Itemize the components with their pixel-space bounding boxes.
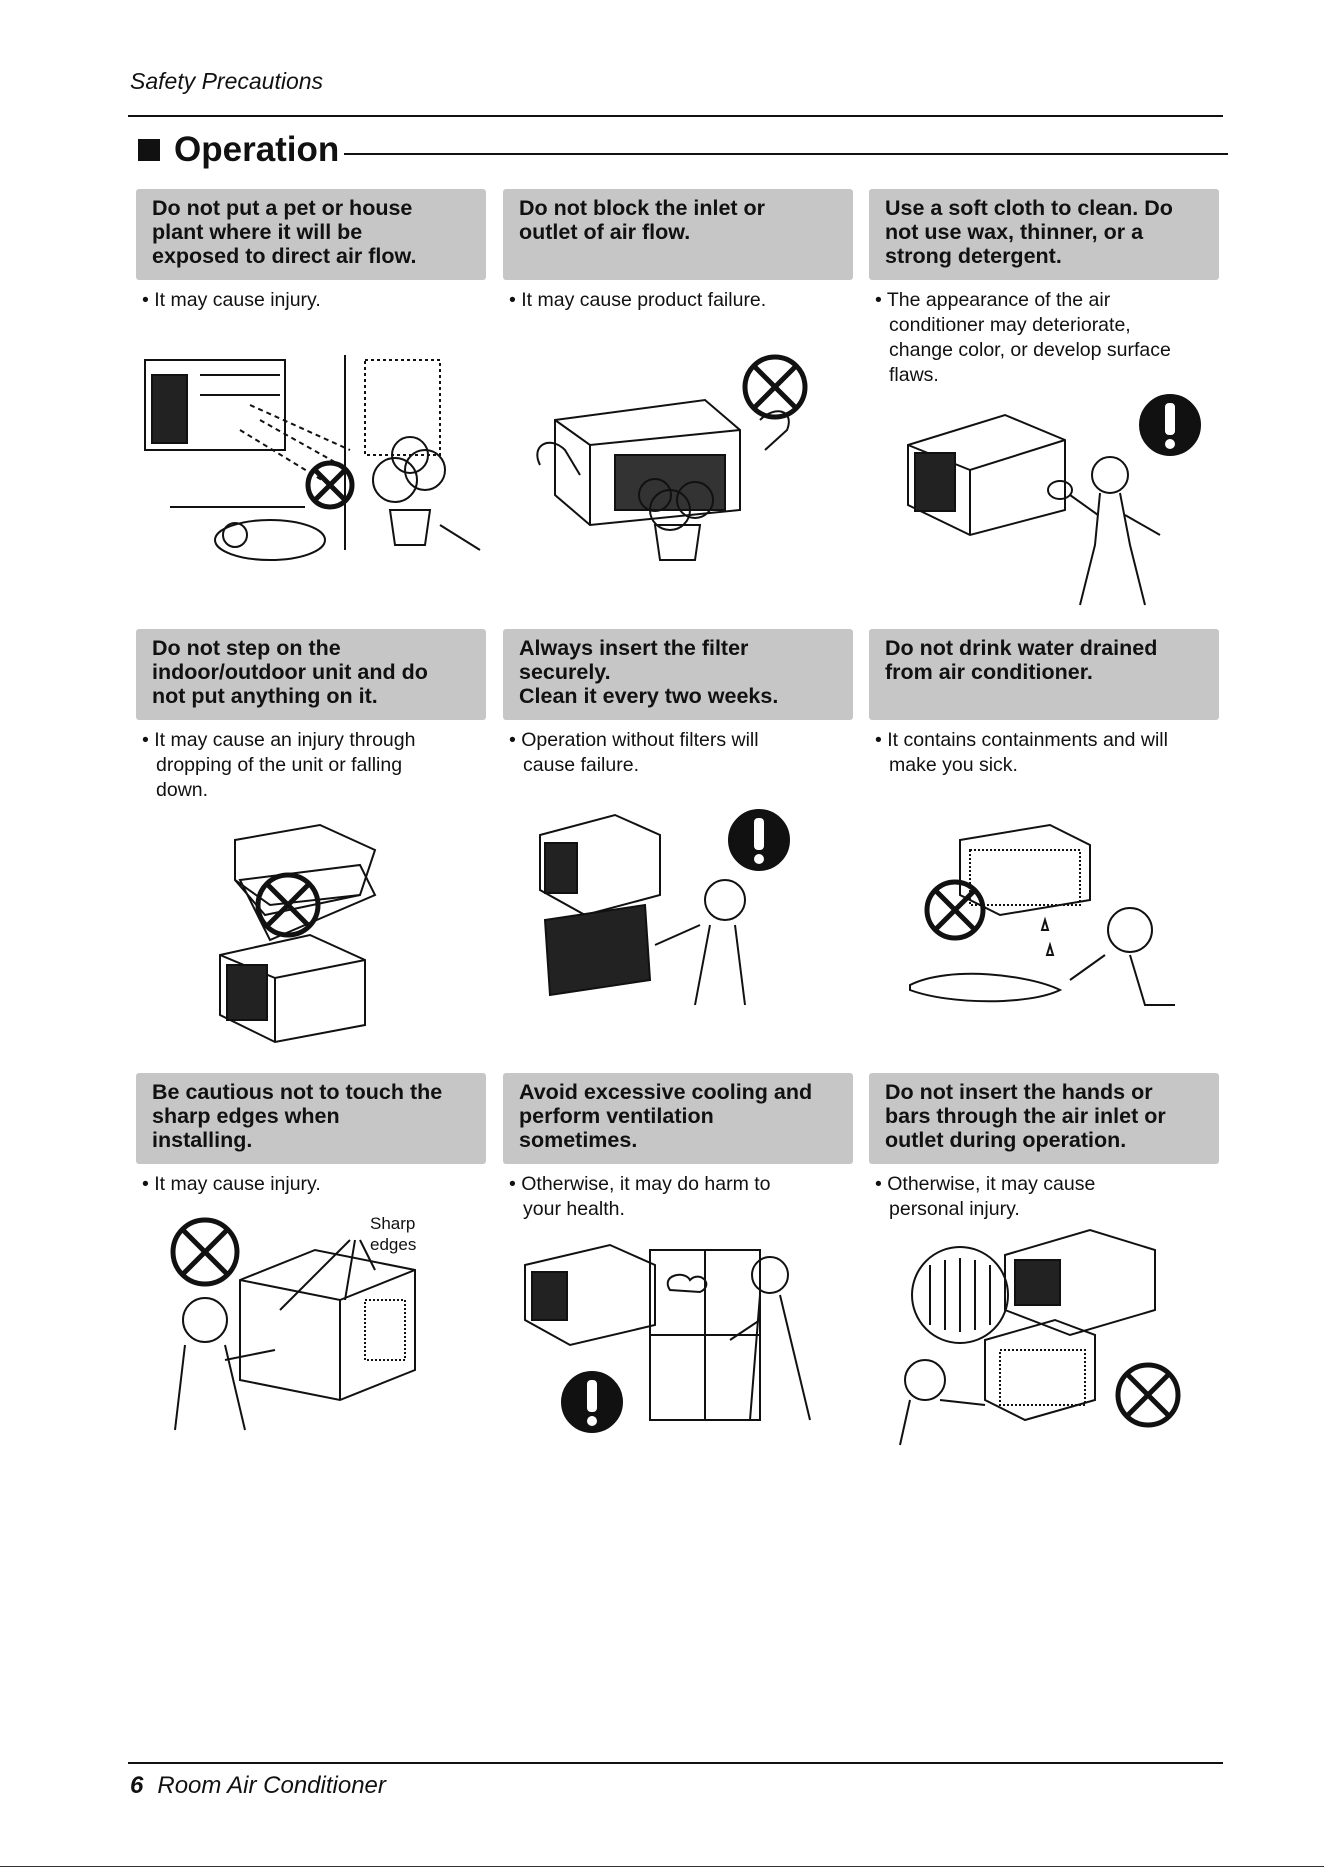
air-conditioner-icon xyxy=(239,1248,416,1402)
warning-icon xyxy=(728,809,790,871)
warning-icon xyxy=(561,1371,623,1433)
card-title: Do not step on the indoor/outdoor unit a… xyxy=(152,636,428,708)
card-note: • It may cause product failure. xyxy=(509,289,767,311)
person-icon xyxy=(729,1256,811,1421)
person-icon xyxy=(1069,907,1175,1006)
header-rule xyxy=(128,115,1223,117)
illustration-do-not-step xyxy=(219,823,377,1044)
card-title: Be cautious not to touch the sharp edges… xyxy=(152,1080,443,1152)
card-note: • Operation without filters will cause f… xyxy=(509,729,759,776)
water-drop-icon xyxy=(1040,916,1055,956)
card-note: • Otherwise, it may cause personal injur… xyxy=(875,1173,1096,1220)
cloud-icon xyxy=(666,1273,708,1294)
card-title-box: Do not drink water drained from air cond… xyxy=(869,629,1219,720)
card-title-box: Do not insert the hands or bars through … xyxy=(869,1073,1219,1164)
card-ventilation: Avoid excessive cooling and perform vent… xyxy=(503,1073,853,1222)
card-soft-cloth: Use a soft cloth to clean. Do not use wa… xyxy=(869,189,1219,388)
card-drained-water: Do not drink water drained from air cond… xyxy=(869,629,1219,778)
card-title: Avoid excessive cooling and perform vent… xyxy=(519,1080,813,1152)
window-icon xyxy=(649,1249,761,1421)
illustration-soft-cloth xyxy=(907,394,1201,606)
prohibited-icon xyxy=(255,872,321,938)
puddle-icon xyxy=(909,972,1063,1003)
card-insert-hands: Do not insert the hands or bars through … xyxy=(869,1073,1219,1222)
air-conditioner-icon xyxy=(219,933,366,1044)
person-icon xyxy=(654,879,746,1006)
scan-edge-line xyxy=(0,1866,1324,1867)
card-filter: Always insert the filter securely. Clean… xyxy=(503,629,853,778)
air-conditioner-icon xyxy=(984,1318,1096,1422)
prohibited-icon xyxy=(170,1217,240,1287)
prohibited-icon xyxy=(924,879,986,941)
card-title-box: Do not put a pet or house plant where it… xyxy=(136,189,486,280)
card-do-not-step: Do not step on the indoor/outdoor unit a… xyxy=(136,629,486,803)
illustration-ventilation xyxy=(524,1243,811,1433)
card-title: Do not insert the hands or bars through … xyxy=(885,1080,1166,1152)
person-icon xyxy=(899,1359,986,1446)
footer: 6 Room Air Conditioner xyxy=(130,1772,386,1800)
air-conditioner-icon xyxy=(554,398,741,527)
section-heading: Operation xyxy=(138,130,339,170)
square-bullet-icon xyxy=(138,139,160,161)
section-heading-text: Operation xyxy=(174,130,340,169)
illustration-sharp-edges xyxy=(170,1217,416,1431)
air-conditioner-icon xyxy=(144,359,286,451)
card-sharp-edges: Be cautious not to touch the sharp edges… xyxy=(136,1073,486,1197)
person-icon xyxy=(174,1297,276,1431)
plant-icon xyxy=(372,436,446,546)
card-title-box: Be cautious not to touch the sharp edges… xyxy=(136,1073,486,1164)
card-title-box: Avoid excessive cooling and perform vent… xyxy=(503,1073,853,1164)
air-conditioner-icon xyxy=(907,413,1066,537)
prohibited-icon xyxy=(305,460,355,510)
card-note: • It may cause injury. xyxy=(142,289,321,311)
filter-icon xyxy=(543,903,652,997)
air-conditioner-icon xyxy=(524,1243,656,1347)
plant-icon xyxy=(638,478,714,561)
pet-icon xyxy=(214,519,326,561)
air-conditioner-icon xyxy=(1004,1228,1156,1337)
card-note: • It contains containments and will make… xyxy=(875,729,1168,776)
sharp-edges-label: Sharp edges xyxy=(370,1214,417,1254)
illustration-pet-plant xyxy=(144,355,481,561)
card-title: Do not put a pet or house plant where it… xyxy=(152,196,417,268)
person-icon xyxy=(1069,456,1161,606)
footer-rule xyxy=(128,1762,1223,1764)
air-conditioner-icon xyxy=(539,813,661,917)
card-title-box: Do not block the inlet or outlet of air … xyxy=(503,189,853,280)
illustration-insert-hands xyxy=(899,1228,1181,1446)
card-title: Always insert the filter securely. Clean… xyxy=(519,636,779,708)
header-section-title: Safety Precautions xyxy=(130,68,324,94)
illustration-filter xyxy=(539,809,790,1006)
page-number: 6 xyxy=(130,1772,144,1799)
card-note: • It may cause injury. xyxy=(142,1173,321,1195)
air-conditioner-icon xyxy=(959,823,1091,917)
card-title: Use a soft cloth to clean. Do not use wa… xyxy=(885,196,1173,268)
air-flow-lines xyxy=(239,404,351,486)
illustration-drained-water xyxy=(909,823,1175,1006)
cloth-icon xyxy=(1047,480,1073,500)
card-title-box: Always insert the filter securely. Clean… xyxy=(503,629,853,720)
section-rule xyxy=(344,153,1228,155)
footer-title: Room Air Conditioner xyxy=(157,1772,386,1799)
prohibited-icon xyxy=(742,354,808,420)
card-title: Do not block the inlet or outlet of air … xyxy=(519,196,766,244)
card-pet-plant: Do not put a pet or house plant where it… xyxy=(136,189,486,313)
card-block-inlet: Do not block the inlet or outlet of air … xyxy=(503,189,853,313)
card-title-box: Use a soft cloth to clean. Do not use wa… xyxy=(869,189,1219,280)
pointer-lines xyxy=(279,1239,376,1311)
warning-icon xyxy=(1139,394,1201,456)
magnify-circle xyxy=(911,1246,1009,1344)
card-note: • The appearance of the air conditioner … xyxy=(875,289,1171,386)
illustration-block-inlet xyxy=(536,354,808,561)
card-title: Do not drink water drained from air cond… xyxy=(885,636,1158,684)
card-note: • Otherwise, it may do harm to your heal… xyxy=(509,1173,771,1220)
prohibited-icon xyxy=(1115,1362,1181,1428)
card-title-box: Do not step on the indoor/outdoor unit a… xyxy=(136,629,486,720)
card-note: • It may cause an injury through droppin… xyxy=(142,729,416,801)
